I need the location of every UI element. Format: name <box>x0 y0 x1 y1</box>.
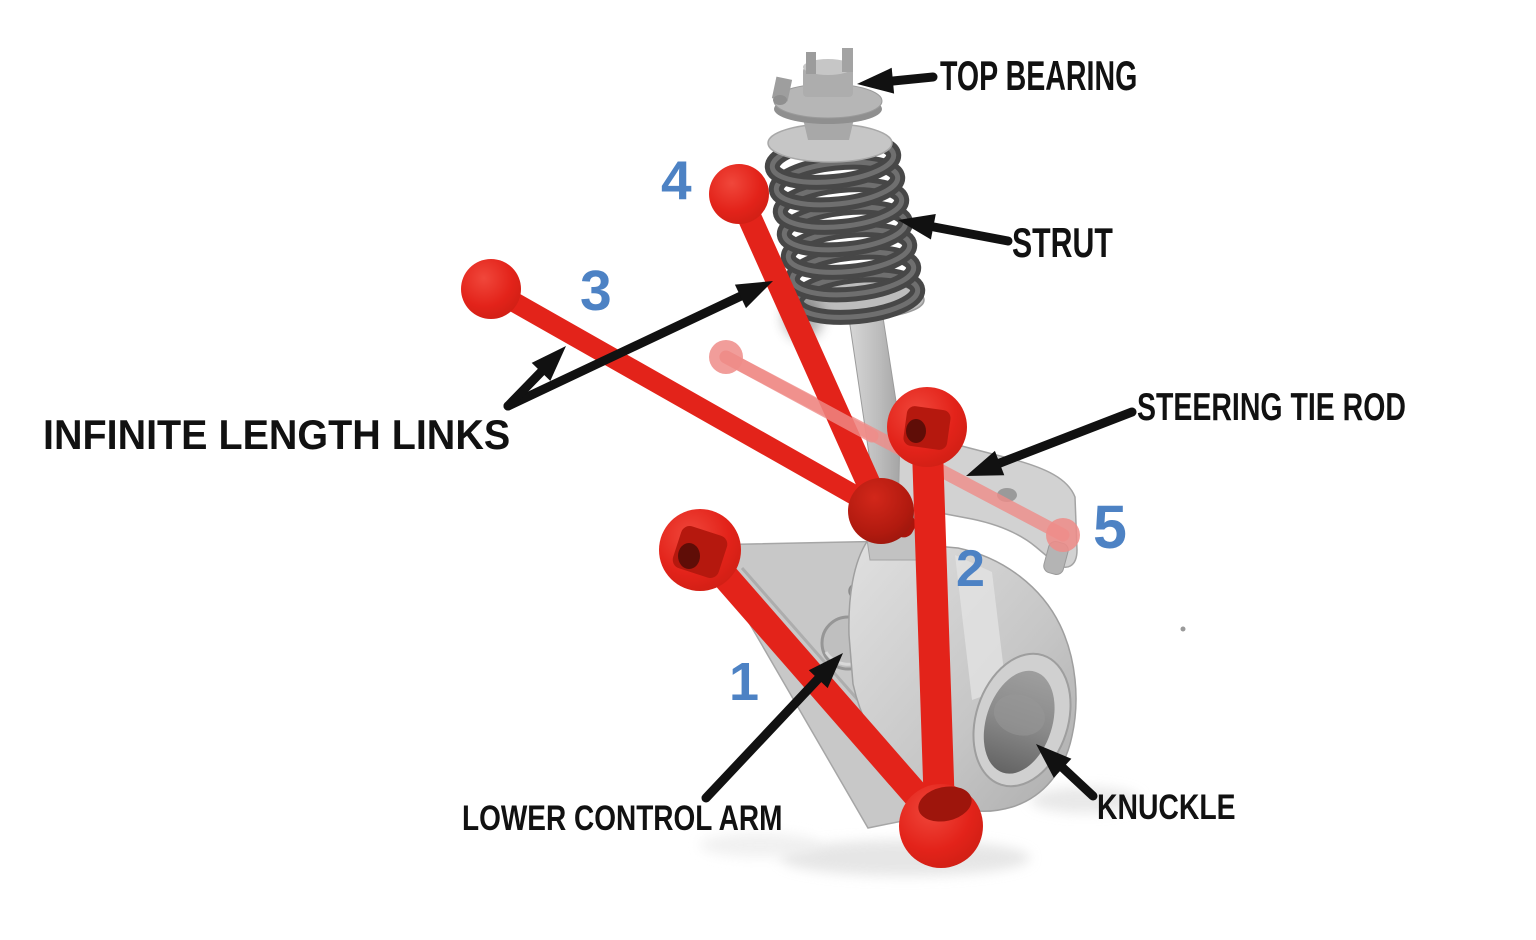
label-knuckle: KNUCKLE <box>1097 788 1236 827</box>
knuckle-ridge <box>955 555 1006 700</box>
red-links <box>461 164 983 868</box>
link-number-4: 4 <box>661 149 692 211</box>
arrow-links-short <box>503 346 566 411</box>
link-3-rod <box>481 279 889 519</box>
coil-turn <box>768 154 906 213</box>
label-steering-tie-rod: STEERING TIE ROD <box>1137 386 1406 429</box>
speck <box>1180 626 1186 632</box>
ball-joint-socket <box>918 786 972 822</box>
label-top-bearing: TOP BEARING <box>940 52 1138 99</box>
annotation-arrows <box>503 67 1137 803</box>
link-number-2: 2 <box>956 540 985 598</box>
label-infinite-length-links: INFINITE LENGTH LINKS <box>43 411 511 458</box>
link-number-5: 5 <box>1093 493 1127 561</box>
hub-bore-sheen <box>993 694 1045 736</box>
link-4-ball <box>709 164 769 224</box>
shadow-left <box>700 833 820 857</box>
link-3-ball <box>461 259 521 319</box>
arrow-top-bearing <box>857 67 938 94</box>
link-number-1: 1 <box>729 652 760 712</box>
link-2-rod <box>911 419 955 811</box>
link-1-rod <box>689 537 952 834</box>
bearing-bracket-nub <box>773 95 787 105</box>
arrow-links-long <box>503 281 773 411</box>
label-strut: STRUT <box>1012 219 1113 266</box>
shadow-under-hub <box>1030 787 1140 813</box>
bearing-bracket <box>771 76 793 102</box>
strut-lower-ball <box>848 478 914 544</box>
arrow-knuckle <box>1036 744 1098 801</box>
bearing-cap-cylinder <box>803 67 853 97</box>
arrow-lower-control-arm <box>701 653 843 803</box>
link-5-ball-end <box>1046 518 1080 552</box>
label-lower-control-arm: LOWER CONTROL ARM <box>462 799 783 838</box>
link-5-rod-front <box>719 350 879 443</box>
arrow-strut <box>898 214 1013 246</box>
link-2-bushing-hole <box>906 419 926 443</box>
link-4-rod <box>727 182 892 521</box>
arrow-steering-tie-rod <box>966 407 1137 476</box>
link-1-bushing-hole <box>678 543 700 569</box>
bearing-stud-right <box>842 48 853 72</box>
link-number-3: 3 <box>580 259 612 323</box>
bearing-stud-left <box>806 52 816 74</box>
